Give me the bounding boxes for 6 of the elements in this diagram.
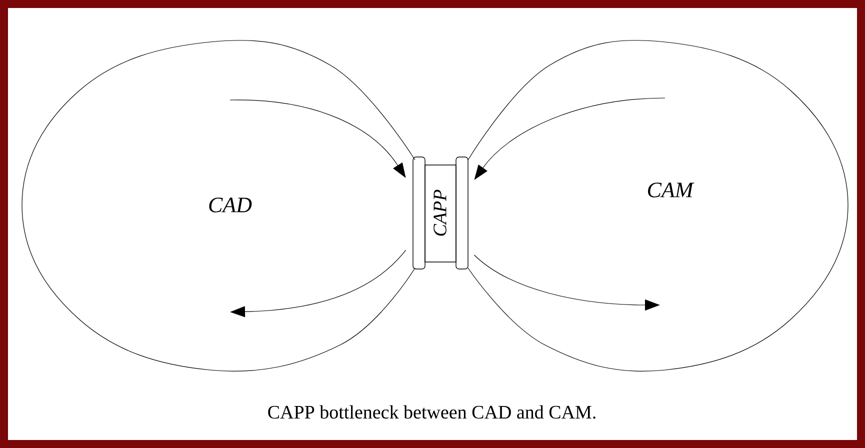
capp-box: CAPP [412, 156, 468, 270]
loop-region: CAM [468, 40, 848, 372]
caption: CAPP bottleneck between CAD and CAM. [268, 405, 596, 419]
curved-arrow [474, 98, 666, 180]
curved-arrow [230, 100, 406, 178]
loop-region: CAD [22, 40, 416, 372]
